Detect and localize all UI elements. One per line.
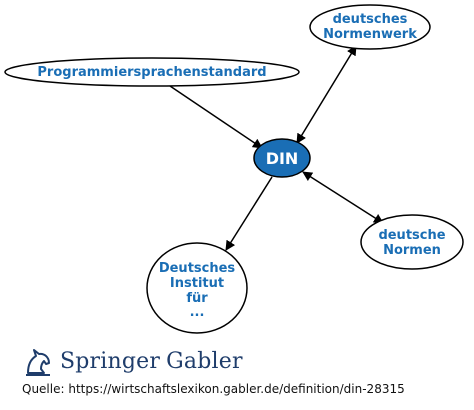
node-deutsches-institut-label-4: ...: [190, 305, 205, 320]
edge-din-deutsches-institut: [225, 176, 273, 251]
brand-gabler: Gabler: [166, 348, 243, 374]
node-programmiersprachenstandard-label: Programmiersprachenstandard: [37, 65, 266, 80]
node-deutsche-normen-label-1: deutsche: [378, 228, 445, 243]
node-deutsche-normen-label-2: Normen: [383, 243, 441, 258]
node-deutsches-institut-label-1: Deutsches: [159, 261, 236, 276]
node-deutsches-institut[interactable]: Deutsches Institut für ...: [146, 242, 248, 334]
node-deutsches-normenwerk-label-2: Normenwerk: [323, 27, 417, 42]
node-deutsches-institut-label-3: für: [186, 291, 208, 306]
edge-din-deutsche-normen: [302, 171, 384, 224]
node-deutsche-normen[interactable]: deutsche Normen: [360, 214, 464, 270]
source-citation: Quelle: https://wirtschaftslexikon.gable…: [22, 382, 405, 396]
node-din[interactable]: DIN: [253, 138, 311, 178]
node-deutsches-institut-label-2: Institut: [170, 276, 224, 291]
springer-horse-icon: [26, 349, 50, 376]
edge-programmiersprachenstandard-din: [169, 85, 263, 149]
node-deutsches-normenwerk[interactable]: deutsches Normenwerk: [309, 4, 431, 50]
brand-springer: Springer: [60, 348, 161, 374]
edge-din-deutsches-normenwerk: [296, 45, 357, 144]
node-din-label: DIN: [266, 149, 299, 168]
node-programmiersprachenstandard[interactable]: Programmiersprachenstandard: [4, 57, 300, 87]
concept-map: Programmiersprachenstandard deutsches No…: [4, 4, 464, 334]
node-deutsches-normenwerk-label-1: deutsches: [333, 12, 408, 27]
